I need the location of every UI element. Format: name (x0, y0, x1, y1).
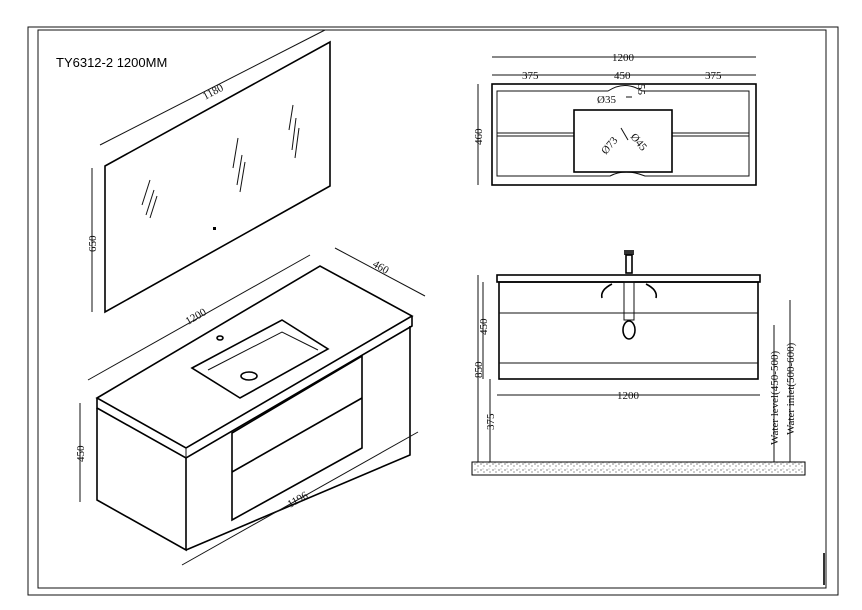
water-level-label: Water level(450-500) (769, 351, 781, 445)
tap-hole-label: Ø35 (597, 94, 616, 106)
inner-frame (37, 29, 827, 589)
vanity-cabinet (95, 265, 414, 552)
cabinet-width-label: 1196 (286, 489, 311, 510)
front-view (471, 250, 806, 476)
top-depth-label: 460 (371, 258, 392, 277)
mirror-height-label: 650 (87, 235, 99, 252)
outer-frame (27, 26, 839, 596)
cabinet-width-dim (181, 431, 419, 566)
mirror-width-dim (99, 29, 326, 146)
top-depth-dim (334, 247, 426, 297)
depth-label: 460 (473, 128, 485, 145)
left-segment-label: 375 (522, 70, 539, 82)
top-width-dim (87, 254, 311, 381)
top-view (491, 83, 757, 186)
front-cab-height-label: 450 (478, 318, 490, 335)
mirror-width-label: 1180 (201, 82, 226, 103)
tap-offset-label: 55 (635, 84, 647, 96)
drain-outer-label: Ø73 (599, 134, 621, 157)
right-segment-label: 375 (705, 70, 722, 82)
overall-width-label: 1200 (612, 52, 635, 64)
front-width-label: 1200 (617, 390, 640, 402)
mirror (104, 40, 331, 314)
water-inlet-label: Water inlet(500-600) (785, 342, 797, 435)
drain-inner-label: Ø45 (628, 131, 650, 154)
floor-clearance-label: 375 (485, 413, 497, 430)
cabinet-height-label: 450 (75, 445, 87, 462)
drawing-title: TY6312-2 1200MM (56, 55, 167, 70)
total-height-label: 850 (473, 361, 485, 378)
top-width-label: 1200 (184, 306, 209, 328)
center-segment-label: 450 (614, 70, 631, 82)
